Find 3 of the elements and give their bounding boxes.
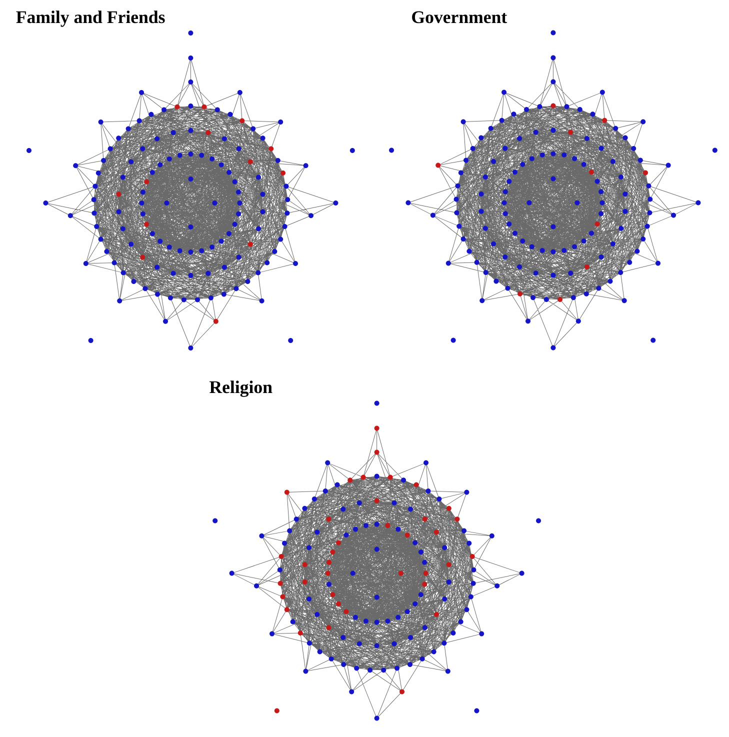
panel-title: Family and Friends — [16, 10, 165, 27]
panel-title: Religion — [210, 380, 272, 397]
panel-title: Government — [412, 11, 508, 24]
